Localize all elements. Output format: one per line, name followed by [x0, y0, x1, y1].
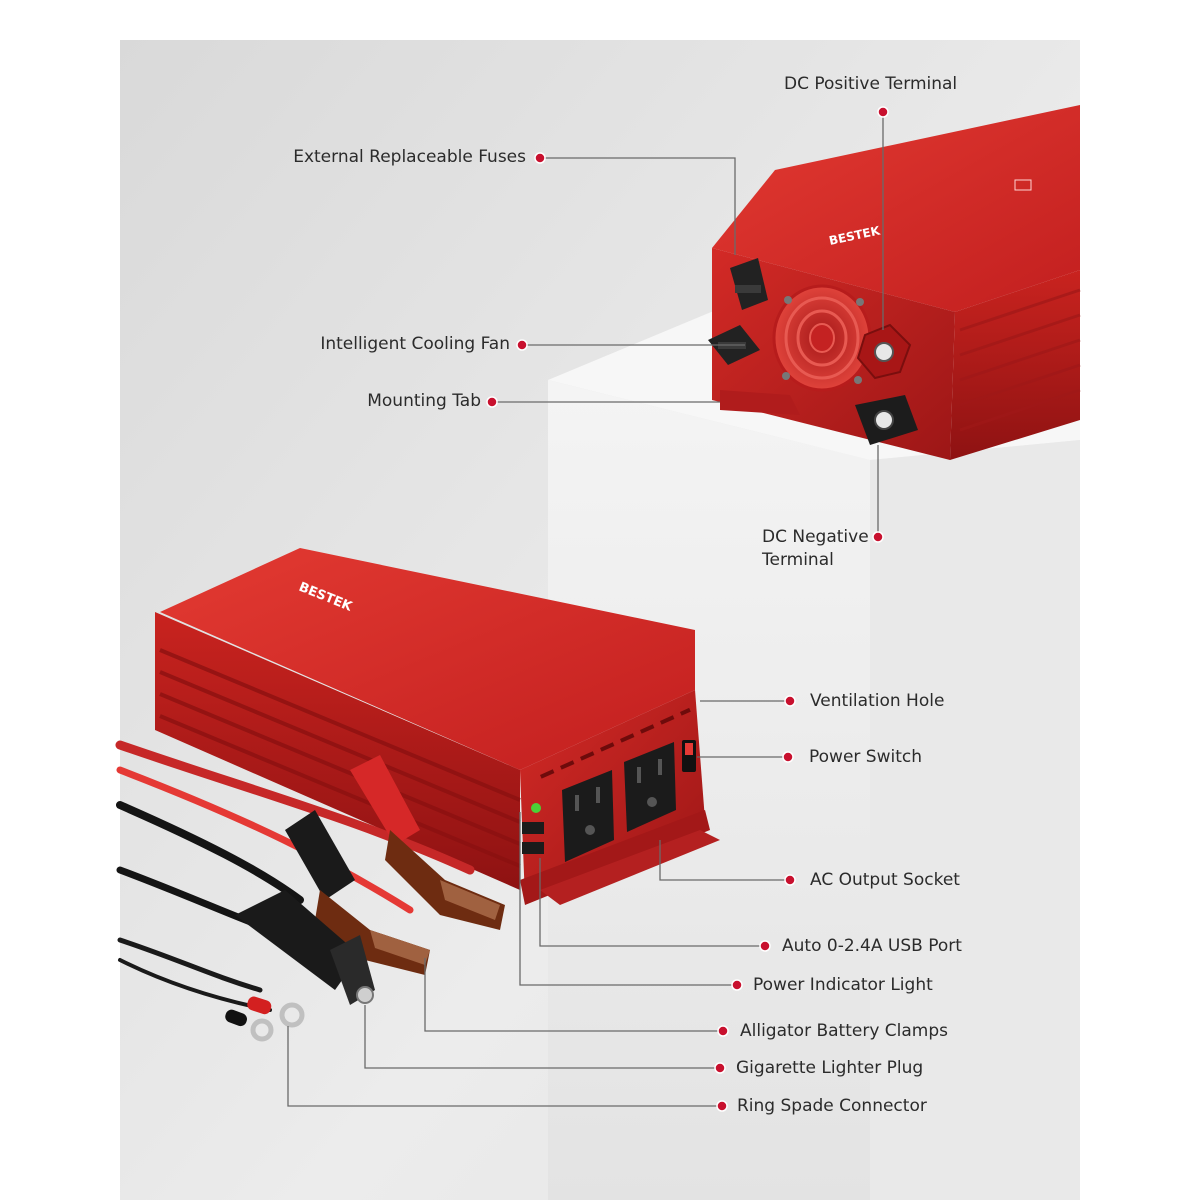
- label-power-indicator-light: Power Indicator Light: [753, 975, 933, 995]
- marker-clamps: [717, 1025, 729, 1037]
- marker-ventilation: [784, 695, 796, 707]
- cooling-fan: [772, 284, 872, 392]
- label-alligator-battery-clamps: Alligator Battery Clamps: [740, 1021, 949, 1041]
- label-external-replaceable-fuses: External Replaceable Fuses: [293, 147, 526, 167]
- inverter-front-view: BESTEK: [155, 548, 720, 905]
- marker-mounting-tab: [486, 396, 498, 408]
- marker-usb: [759, 940, 771, 952]
- label-dc-positive-terminal: DC Positive Terminal: [784, 74, 958, 94]
- label-dc-negative-terminal: DC Negative Terminal: [762, 527, 869, 570]
- dc-positive-terminal-part: [856, 323, 912, 380]
- ring-spade-terminals: [225, 996, 305, 1042]
- label-power-switch: Power Switch: [809, 747, 923, 767]
- label-cigarette-lighter-plug: Gigarette Lighter Plug: [736, 1058, 924, 1078]
- label-ring-spade-connector: Ring Spade Connector: [737, 1096, 927, 1116]
- label-mounting-tab: Mounting Tab: [367, 391, 481, 411]
- label-ventilation-hole: Ventilation Hole: [810, 691, 945, 711]
- marker-ring-spade: [716, 1100, 728, 1112]
- black-alligator-clamp: [285, 810, 430, 975]
- leader-indicator: [519, 812, 737, 986]
- leader-ring-spade: [287, 1026, 722, 1107]
- label-intelligent-cooling-fan: Intelligent Cooling Fan: [320, 334, 510, 354]
- leader-lines: [287, 112, 884, 1107]
- cigarette-lighter-plug-part: [235, 890, 375, 1005]
- marker-ac-output: [784, 874, 796, 886]
- marker-dc-positive: [877, 106, 889, 118]
- label-usb-port: Auto 0-2.4A USB Port: [782, 936, 962, 956]
- marker-fuses: [534, 152, 546, 164]
- leader-ac-output: [659, 840, 790, 881]
- marker-power-switch: [782, 751, 794, 763]
- red-alligator-clamp: [350, 755, 505, 930]
- ac-outlet-left: [562, 770, 614, 862]
- callout-markers: [486, 106, 889, 1112]
- marker-cooling-fan: [516, 339, 528, 351]
- marker-dc-negative: [872, 531, 884, 543]
- leader-lighter-plug: [364, 1005, 720, 1069]
- leader-clamps: [424, 958, 723, 1032]
- usb-ports: [522, 822, 544, 854]
- power-switch-part: [682, 740, 696, 772]
- leader-fuses: [540, 157, 736, 255]
- ac-outlet-right: [624, 742, 676, 832]
- leader-usb: [539, 858, 765, 947]
- dc-negative-terminal-part: [855, 395, 918, 445]
- power-indicator-led: [531, 803, 541, 813]
- inverter-rear-view: BESTEK: [708, 105, 1081, 460]
- marker-indicator: [731, 979, 743, 991]
- marker-lighter-plug: [714, 1062, 726, 1074]
- ventilation-slots: [540, 707, 691, 779]
- fuse-top: [730, 258, 768, 310]
- label-ac-output-socket: AC Output Socket: [810, 870, 960, 890]
